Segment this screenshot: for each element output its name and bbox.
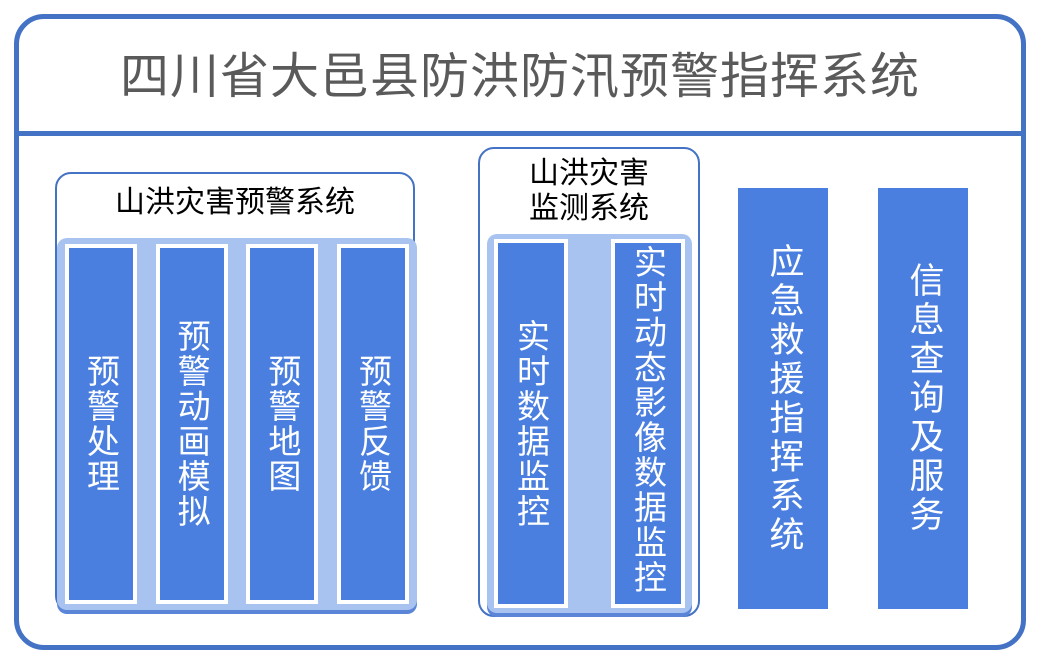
panel-warning-system-title: 山洪灾害预警系统 xyxy=(115,185,355,220)
module-warning-map-label: 预警地图 xyxy=(262,354,302,494)
module-warning-feedback[interactable]: 预警反馈 xyxy=(336,244,409,604)
panel-monitor-system-title: 山洪灾害 监测系统 xyxy=(529,156,649,226)
module-warning-feedback-label: 预警反馈 xyxy=(353,354,393,494)
warning-system-module-bay: 预警处理 预警动画模拟 预警地图 预警反馈 xyxy=(57,238,417,610)
module-realtime-data-monitoring[interactable]: 实时数据监控 xyxy=(494,239,568,608)
system-title: 四川省大邑县防洪防汛预警指挥系统 xyxy=(119,47,920,105)
module-warning-processing-label: 预警处理 xyxy=(81,354,121,494)
system-title-bar: 四川省大邑县防洪防汛预警指挥系统 xyxy=(19,19,1021,134)
module-warning-processing[interactable]: 预警处理 xyxy=(65,244,137,604)
module-warning-animation-simulation[interactable]: 预警动画模拟 xyxy=(155,244,228,604)
title-divider xyxy=(19,131,1021,136)
monitor-system-module-bay: 实时数据监控 实时动态影像数据监控 xyxy=(487,234,692,613)
module-warning-animation-simulation-label: 预警动画模拟 xyxy=(172,319,212,529)
module-information-query-and-service-label: 信息查询及服务 xyxy=(903,262,944,535)
module-realtime-data-monitoring-label: 实时数据监控 xyxy=(511,318,551,529)
module-warning-map[interactable]: 预警地图 xyxy=(246,244,319,604)
module-emergency-rescue-command-system[interactable]: 应急救援指挥系统 xyxy=(738,188,828,609)
module-emergency-rescue-command-system-label: 应急救援指挥系统 xyxy=(763,242,804,555)
module-information-query-and-service[interactable]: 信息查询及服务 xyxy=(878,188,968,609)
module-realtime-dynamic-image-data-monitoring-label: 实时动态影像数据监控 xyxy=(628,245,668,595)
module-realtime-dynamic-image-data-monitoring[interactable]: 实时动态影像数据监控 xyxy=(611,239,685,608)
